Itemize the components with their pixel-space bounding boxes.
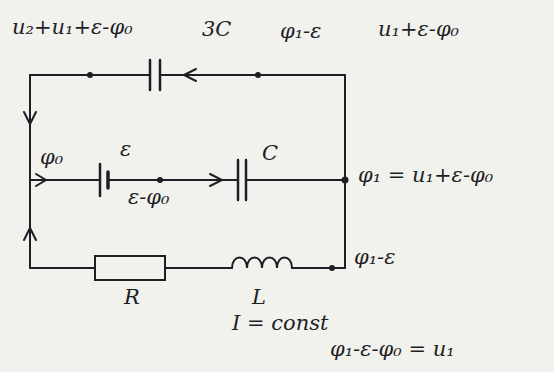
node-dot [87,72,93,78]
node-potential: φ₁-ε [354,246,396,269]
current-note: I = const [232,312,328,335]
node-dot [342,177,349,184]
current-arrow [210,174,222,186]
capacitor-symbol [238,160,246,200]
emf-label: ε [120,138,131,161]
battery-symbol [99,164,102,196]
node-potential: φ₀ [40,146,63,169]
node-dot [255,72,261,78]
node-potential: φ₁ = u₁+ε-φ₀ [358,164,493,187]
current-arrow [24,228,36,240]
current-arrow [36,174,46,186]
wire [30,267,345,269]
resistor-label: R [124,286,140,309]
node-potential: φ₁-ε [280,20,322,43]
equation-note: φ₁-ε-φ₀ = u₁ [330,338,455,361]
inductor-symbol [232,258,292,269]
battery-symbol [106,172,110,188]
inductor-label: L [252,286,266,309]
node-potential: u₁+ε-φ₀ [378,18,459,41]
current-arrow [184,69,196,81]
capacitance-label: C [262,142,278,165]
node-dot [157,177,163,183]
current-arrow [24,112,36,124]
wire [30,75,345,268]
node-potential: u₂+u₁+ε-φ₀ [12,16,133,39]
wire [30,179,345,181]
resistor-symbol [95,256,165,280]
capacitance-label: 3C [202,18,231,41]
capacitor-symbol [150,60,160,90]
node-dot [329,265,335,271]
node-potential: ε-φ₀ [128,186,170,209]
